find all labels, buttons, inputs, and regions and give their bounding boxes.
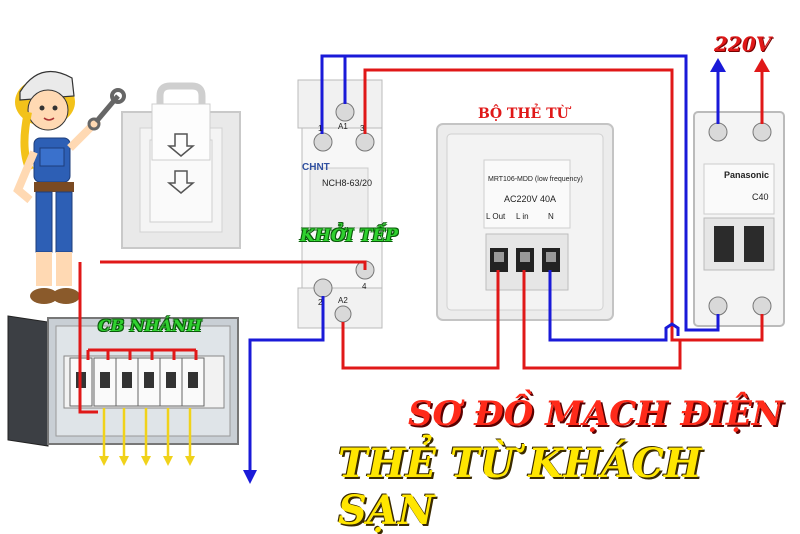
live-wires [78, 68, 764, 414]
branch-breaker-label: CB NHÁNH [98, 316, 202, 335]
wiring-svg [7, 54, 785, 484]
card-reader-rating: AC220V 40A [504, 194, 557, 204]
terminal-a2: A2 [338, 296, 348, 305]
terminal-1: 1 [318, 124, 323, 133]
contactor-label: KHỞI TẾP [300, 226, 398, 246]
neutral-wires [248, 54, 720, 470]
output-arrows [99, 456, 195, 466]
contactor-brand: CHNT [302, 162, 330, 173]
contactor-model: NCH8-63/20 [322, 178, 373, 188]
circuit-diagram: 220V BỘ THẺ TỪ KHỞI TẾP CB NHÁNH CHNT NC… [7, 32, 785, 534]
card-reader-device [436, 123, 614, 321]
terminal-n: N [548, 212, 554, 221]
terminal-4: 4 [362, 282, 367, 291]
terminal-3: 3 [360, 124, 365, 133]
card-reader-label: BỘ THẺ TỪ [478, 106, 569, 122]
voltage-label: 220V [714, 32, 772, 56]
breaker-rating: C40 [752, 192, 769, 202]
main-breaker-device [693, 111, 785, 327]
terminal-l-in: L in [516, 212, 529, 221]
terminal-l-out: L Out [486, 212, 506, 221]
breaker-brand: Panasonic [724, 170, 770, 180]
key-card-holder [121, 82, 241, 249]
terminal-2: 2 [318, 298, 323, 307]
mechanic-illustration [13, 70, 126, 304]
live-supply-arrow [754, 58, 770, 72]
output-wires [102, 408, 192, 458]
neutral-out-arrow [243, 470, 257, 484]
card-reader-model: MRT106-MDD (low frequency) [488, 176, 583, 183]
contactor-device [297, 79, 383, 329]
neutral-supply-arrow [710, 58, 726, 72]
terminal-a1: A1 [338, 122, 348, 131]
title-line-2: THẺ TỪ KHÁCH SẠN [338, 440, 702, 534]
title-line-1: SƠ ĐỒ MẠCH ĐIỆN [408, 394, 783, 434]
